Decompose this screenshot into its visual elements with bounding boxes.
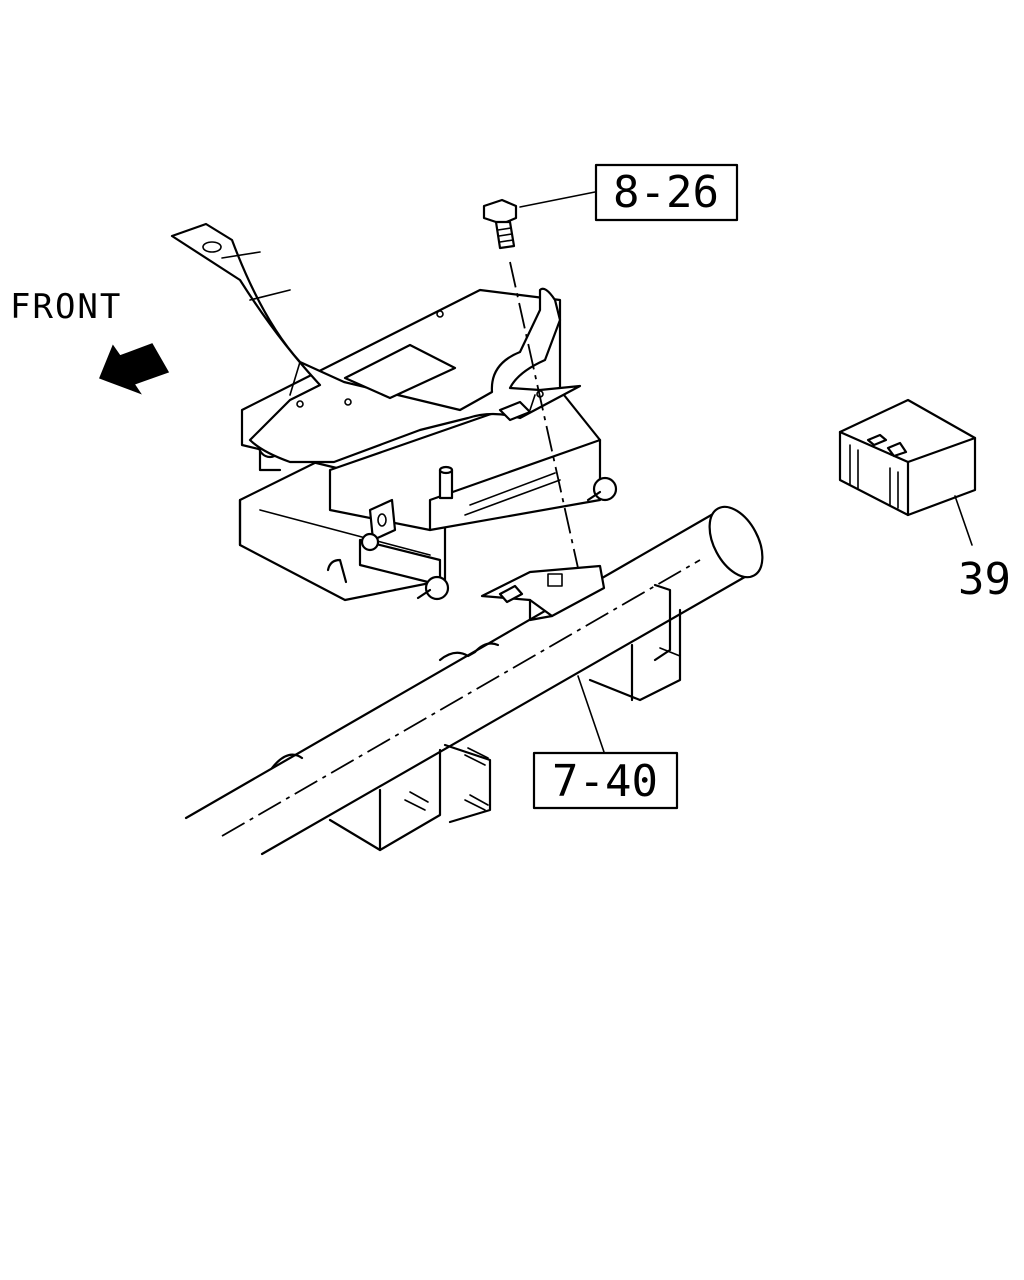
frame-rail: [184, 505, 764, 856]
front-arrow-icon: [99, 343, 170, 395]
bolt-callout-box: [594, 163, 739, 222]
relay-callout-label: 39: [958, 554, 1011, 605]
flange-bolt: [482, 198, 579, 569]
frame-callout-box: [532, 751, 679, 810]
frame-callout-label: 7-40: [552, 756, 658, 807]
relay: [838, 398, 977, 517]
bolt-leader-line: [519, 191, 596, 208]
bolt-callout-label: 8-26: [613, 167, 719, 218]
frame-leader-line: [577, 675, 605, 753]
front-label: FRONT: [10, 287, 122, 327]
relay-leader-line: [954, 495, 973, 546]
mounting-bracket: [170, 222, 582, 464]
